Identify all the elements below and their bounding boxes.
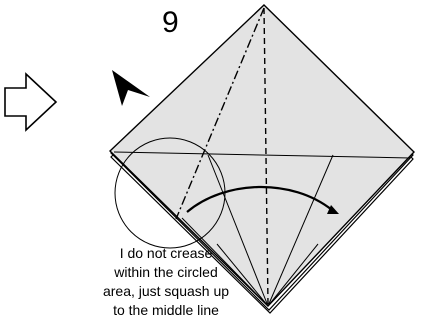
crease-line — [267, 154, 334, 307]
note-line: within the circled — [113, 264, 218, 280]
crease-line — [267, 243, 319, 307]
crease-line — [181, 217, 269, 307]
horizontal-crease — [113, 151, 411, 159]
step-number: 9 — [162, 6, 179, 39]
note-line: I do not crease — [120, 245, 213, 261]
black-arrowhead-icon — [112, 70, 150, 106]
circled-area — [114, 137, 226, 249]
note-line: to the middle line — [113, 302, 219, 318]
crease-line — [207, 154, 269, 307]
paper-model — [108, 4, 415, 314]
note-line: area, just squash up — [103, 283, 229, 299]
mountain-fold-line — [175, 7, 265, 220]
outline-arrow-right-icon — [4, 72, 58, 132]
instruction-note: I do not crease within the circled area,… — [103, 245, 229, 318]
curved-fold-arrow-icon — [186, 185, 339, 214]
crease-line — [216, 243, 269, 307]
